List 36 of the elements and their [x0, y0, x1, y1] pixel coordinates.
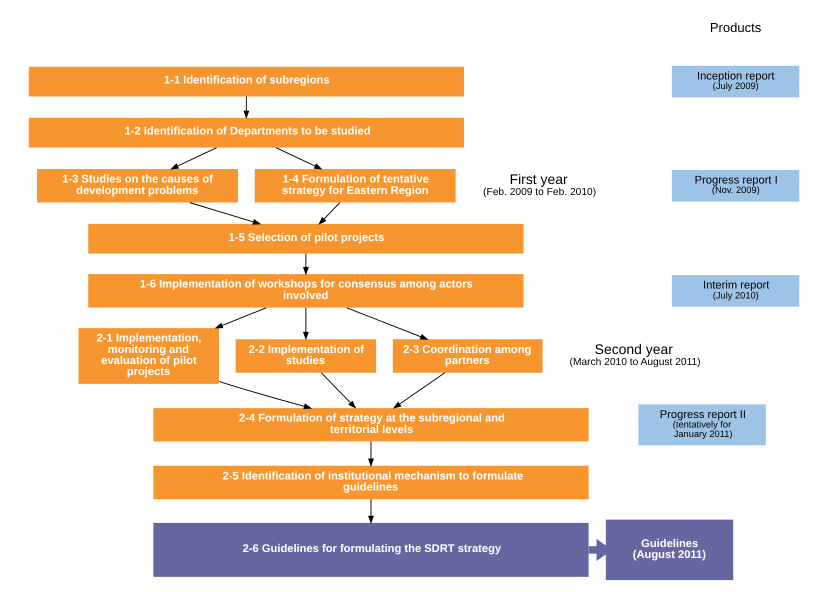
- arrow: [302, 307, 308, 340]
- arrow: [275, 147, 322, 170]
- label: First year: [509, 170, 568, 187]
- arrow: [214, 307, 266, 329]
- node-box: 2-1 Implementation, monitoring and evaluation of pilot projects: [78, 328, 218, 384]
- arrow: [320, 372, 356, 409]
- node-box: 2-5 Identification of institutional mechanism to formulate guidelines: [152, 466, 588, 500]
- arrow: [242, 96, 249, 120]
- node-box: 2-4 Formulation of strategy at the subregional and territorial levels: [152, 408, 588, 442]
- node-box: Guidelines (August 2011): [605, 520, 733, 580]
- node-box: 2-2 Implementation of studies: [235, 339, 376, 373]
- label: (March 2010 to August 2011): [569, 357, 700, 368]
- arrow: [302, 253, 308, 276]
- node-box: 2-6 Guidelines for formulating the SDRT strategy: [152, 522, 588, 577]
- node-box: Interim report (July 2010): [671, 275, 799, 307]
- node-box: Progress report II (tentatively for January 2011): [638, 404, 766, 446]
- node-box: 1-1 Identification of subregions: [28, 66, 464, 96]
- label: Products: [709, 20, 761, 36]
- node-box: 1-4 Formulation of tentative strategy for Eastern Region: [254, 169, 456, 203]
- arrow: [170, 147, 217, 170]
- node-box: Progress report I (Nov. 2009): [671, 170, 799, 202]
- arrow: [368, 498, 374, 524]
- arrow: [188, 202, 261, 225]
- label: Second year: [594, 341, 672, 358]
- arrow: [346, 307, 428, 340]
- node-box: 1-6 Implementation of workshops for consensus among actors involved: [88, 274, 524, 308]
- node-box: 1-2 Identification of Departments to be studied: [28, 118, 464, 148]
- arrow: [368, 441, 374, 467]
- node-box: 1-3 Studies on the causes of development problems: [36, 169, 238, 203]
- arrow: [218, 381, 312, 410]
- node-box: 2-3 Coordination among partners: [392, 339, 542, 373]
- label: (Feb. 2009 to Feb. 2010): [482, 186, 596, 198]
- node-box: 1-5 Selection of pilot projects: [88, 224, 524, 254]
- node-box: Inception report (July 2009): [671, 66, 799, 98]
- arrow: [392, 372, 445, 409]
- arrow: [318, 202, 340, 225]
